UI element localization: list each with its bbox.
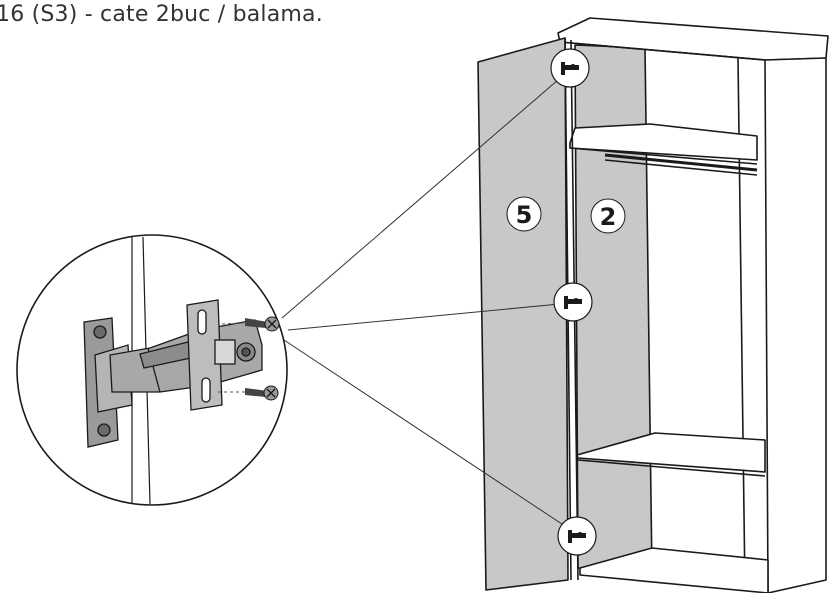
- right-side-panel: [764, 57, 827, 594]
- part-label-door: 5: [506, 196, 542, 232]
- screw-top: [221, 316, 280, 332]
- door-panel: [477, 37, 569, 591]
- hinge-base-plate: [186, 299, 236, 411]
- hanging-rail: [604, 153, 758, 172]
- hinge-point-top: [550, 48, 590, 88]
- part-label-side-panel: 2: [590, 198, 626, 234]
- wardrobe: [477, 17, 829, 594]
- hinge-point-bottom: [557, 516, 597, 556]
- instruction-text: 16 (S3) - cate 2buc / balama.: [0, 2, 323, 27]
- bottom-base: [579, 547, 769, 594]
- lower-shelf: [576, 432, 766, 473]
- detail-view: [16, 234, 288, 506]
- hinge-icon: [568, 530, 586, 543]
- hinge-icon: [564, 296, 582, 309]
- hinge-icon: [561, 62, 579, 75]
- svg-text:2: 2: [600, 203, 617, 231]
- svg-text:5: 5: [516, 201, 533, 229]
- leader-lines: [281, 72, 575, 533]
- screw-bottom: [218, 385, 279, 401]
- hinge-point-middle: [553, 282, 593, 322]
